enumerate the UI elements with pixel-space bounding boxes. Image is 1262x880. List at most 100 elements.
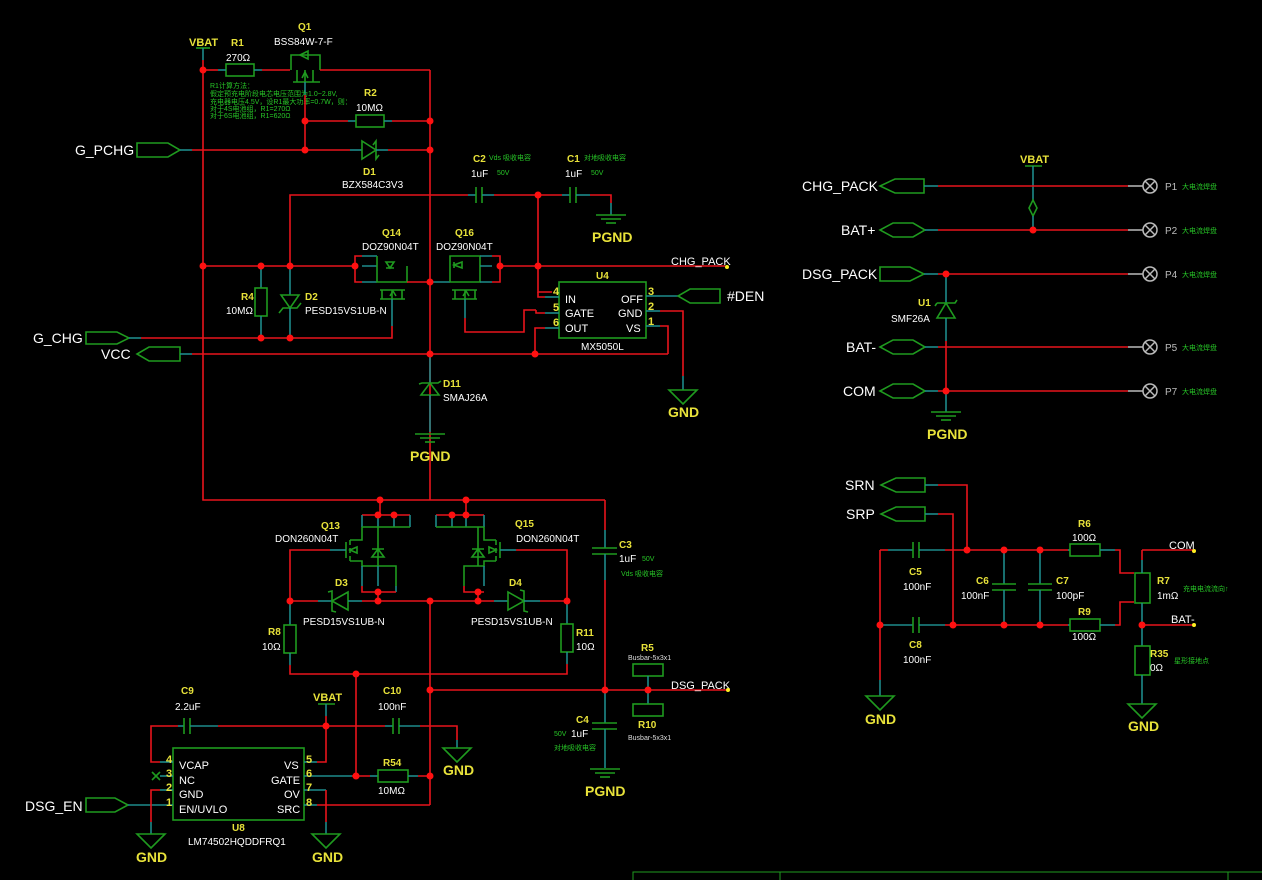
c7-capacitor[interactable]: C7 100pF (1028, 550, 1084, 625)
svg-text:2: 2 (166, 782, 172, 794)
svg-text:U8: U8 (232, 823, 245, 834)
dsg-pack-port[interactable]: DSG_PACK (802, 266, 938, 282)
r9-resistor[interactable]: R9 100Ω (1068, 607, 1115, 643)
svg-text:CHG_PACK: CHG_PACK (802, 178, 879, 194)
svg-text:50V: 50V (591, 170, 604, 177)
svg-text:EN/UVLO: EN/UVLO (179, 804, 228, 816)
r10-busbar[interactable]: R10 Busbar-5x3x1 (628, 690, 671, 742)
pgnd-symbol-c1: PGND (592, 203, 632, 245)
svg-text:50V: 50V (554, 731, 567, 738)
c4-capacitor[interactable]: C4 1uF 50V 对地吸收电容 (554, 690, 617, 768)
svg-text:OUT: OUT (565, 323, 589, 335)
r6-resistor[interactable]: R6 100Ω (1068, 519, 1115, 557)
c6-capacitor[interactable]: C6 100nF (961, 550, 1016, 625)
r4-resistor[interactable]: R4 10MΩ (226, 266, 268, 338)
c3-capacitor[interactable]: C3 1uF 50V Vds 吸收电容 (592, 500, 663, 690)
svg-text:BSS84W-7-F: BSS84W-7-F (274, 37, 333, 48)
g-chg-port[interactable]: G_CHG (33, 330, 141, 346)
vbat-port-top: VBAT (189, 37, 218, 60)
q15-mosfet[interactable]: Q15 DON260N04T (435, 515, 579, 586)
svg-text:PGND: PGND (592, 229, 632, 245)
srn-port[interactable]: SRN (845, 477, 938, 493)
svg-text:R4: R4 (241, 292, 254, 303)
svg-text:C3: C3 (619, 540, 632, 551)
svg-text:100Ω: 100Ω (1072, 533, 1097, 544)
svg-text:0Ω: 0Ω (1150, 663, 1164, 674)
svg-text:1uF: 1uF (471, 169, 488, 180)
svg-text:PESD15VS1UB-N: PESD15VS1UB-N (303, 617, 385, 628)
svg-text:R8: R8 (268, 627, 281, 638)
svg-text:P4: P4 (1165, 270, 1178, 281)
svg-text:R9: R9 (1078, 607, 1091, 618)
u4-ic[interactable]: U4 MX5050L 4 5 6 IN GATE OUT 3 2 1 OFF G… (545, 271, 660, 353)
dsg-en-port[interactable]: DSG_EN (25, 797, 146, 814)
svg-text:VCAP: VCAP (179, 760, 209, 772)
com-port[interactable]: COM (843, 383, 938, 399)
pad-p2[interactable]: P2 大电流焊盘 (1128, 222, 1217, 238)
d2-tvs[interactable]: D2 PESD15VS1UB-N (278, 266, 387, 338)
svg-text:C5: C5 (909, 567, 922, 578)
pgnd-symbol-c4: PGND (585, 768, 625, 799)
svg-text:Q13: Q13 (321, 521, 340, 532)
svg-text:DSG_EN: DSG_EN (25, 798, 83, 814)
u8-ic[interactable]: U8 LM74502HQDDFRQ1 4 3 2 1 VCAP NC GND E… (146, 747, 352, 848)
c9-capacitor[interactable]: C9 2.2uF (175, 686, 218, 734)
vbat-port-u8: VBAT (313, 692, 342, 716)
svg-text:VBAT: VBAT (1020, 154, 1049, 166)
pad-p5[interactable]: P5 大电流焊盘 (1128, 339, 1217, 355)
r2-resistor[interactable]: R2 10MΩ (305, 88, 430, 128)
c2-capacitor[interactable]: C2 Vds 吸收电容 1uF 50V (468, 153, 531, 203)
c1-capacitor[interactable]: C1 对地吸收电容 1uF 50V (562, 153, 626, 203)
pad-p4[interactable]: P4 大电流焊盘 (1128, 266, 1217, 282)
g-pchg-port[interactable]: G_PCHG (75, 142, 192, 158)
d4-tvs[interactable]: D4 PESD15VS1UB-N (471, 578, 553, 628)
pgnd-symbol-right: PGND (927, 391, 967, 442)
svg-text:对地吸收电容: 对地吸收电容 (584, 153, 626, 162)
c10-capacitor[interactable]: C10 100nF (378, 686, 420, 734)
svg-text:OV: OV (284, 789, 301, 801)
svg-text:100Ω: 100Ω (1072, 632, 1097, 643)
svg-text:10Ω: 10Ω (576, 642, 595, 653)
svg-text:GND: GND (136, 849, 167, 865)
gnd-symbol-u8-right: GND (310, 822, 343, 865)
svg-text:VCC: VCC (101, 346, 131, 362)
svg-text:10MΩ: 10MΩ (378, 786, 405, 797)
r54-resistor[interactable]: R54 10MΩ (370, 758, 418, 797)
svg-text:GND: GND (618, 308, 643, 320)
svg-text:1uF: 1uF (571, 729, 588, 740)
r5-busbar[interactable]: R5 Busbar-5x3x1 (628, 643, 671, 690)
u1-tvs[interactable]: U1 SMF26A (891, 274, 958, 341)
d1-zener[interactable]: D1 BZX584C3V3 (342, 138, 404, 191)
d11-tvs[interactable]: D11 SMAJ26A (418, 354, 488, 432)
svg-text:6: 6 (306, 768, 312, 780)
r35-resistor[interactable]: R35 0Ω 星形接地点 (1134, 625, 1209, 704)
q1-pmos[interactable]: Q1 BSS84W-7-F (274, 22, 333, 95)
chg-pack-port[interactable]: CHG_PACK (802, 178, 938, 194)
svg-text:DON260N04T: DON260N04T (516, 534, 579, 545)
svg-text:R1计算方法：: R1计算方法： (210, 81, 254, 90)
q16-mosfet[interactable]: Q16 DOZ90N04T (436, 228, 501, 318)
pad-p7[interactable]: P7 大电流焊盘 (1128, 383, 1217, 399)
c5-capacitor[interactable]: C5 100nF (880, 542, 945, 593)
gnd-symbol-c10: GND (441, 740, 474, 778)
svg-text:R7: R7 (1157, 576, 1170, 587)
srp-port[interactable]: SRP (846, 506, 938, 522)
r7-shunt-resistor[interactable]: R7 1mΩ 充电电流流向↑ (1134, 550, 1229, 625)
svg-text:IN: IN (565, 294, 576, 306)
bat-minus-port[interactable]: BAT- (846, 339, 938, 355)
den-port[interactable]: #DEN (676, 288, 764, 304)
svg-text:GND: GND (668, 404, 699, 420)
r11-resistor[interactable]: R11 10Ω (560, 601, 595, 664)
q13-mosfet[interactable]: Q13 DON260N04T (275, 515, 411, 592)
q14-mosfet[interactable]: Q14 DOZ90N04T (354, 228, 419, 326)
svg-text:100nF: 100nF (903, 582, 931, 593)
d3-tvs[interactable]: D3 PESD15VS1UB-N (303, 578, 385, 628)
vcc-port[interactable]: VCC (101, 346, 192, 362)
bat-plus-port[interactable]: BAT+ (841, 222, 938, 238)
r8-resistor[interactable]: R8 10Ω (262, 601, 297, 665)
c8-capacitor[interactable]: C8 100nF (880, 617, 945, 666)
svg-text:BAT-: BAT- (846, 339, 876, 355)
pad-p1[interactable]: P1 大电流焊盘 (1128, 178, 1217, 194)
svg-text:BAT+: BAT+ (841, 222, 875, 238)
